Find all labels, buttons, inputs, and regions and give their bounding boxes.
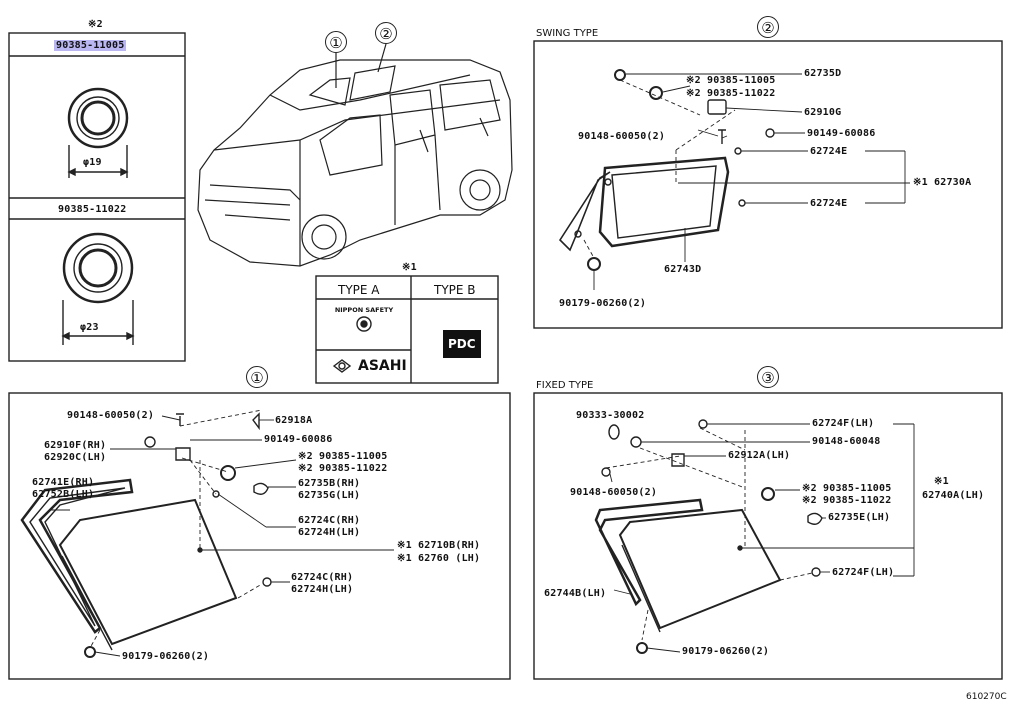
part-90179-06260-fixed[interactable]: 90179-06260(2) bbox=[682, 646, 770, 657]
vehicle-callout-1[interactable]: ① bbox=[325, 31, 347, 53]
vehicle-callout-2[interactable]: ② bbox=[375, 22, 397, 44]
part-62741E[interactable]: 62741E(RH) bbox=[32, 477, 95, 488]
part-90179-06260-p1[interactable]: 90179-06260(2) bbox=[122, 651, 210, 662]
part-62724C-bottom[interactable]: 62724C(RH) bbox=[291, 572, 354, 583]
part-62730A[interactable]: ※1 62730A bbox=[913, 177, 972, 188]
part-90148-60050-swing[interactable]: 90148-60050(2) bbox=[578, 131, 666, 142]
legend-box bbox=[8, 32, 186, 362]
type-b-header: TYPE B bbox=[434, 283, 476, 297]
part-90385-11005-swing[interactable]: ※2 90385-11005 bbox=[686, 75, 776, 86]
washer-diameter-23: φ23 bbox=[80, 322, 99, 333]
washer-90385-11005-drawing bbox=[67, 87, 129, 178]
part-90385-11005-fixed[interactable]: ※2 90385-11005 bbox=[802, 483, 892, 494]
part-90149-60086-swing[interactable]: 90149-60086 bbox=[807, 128, 876, 139]
swing-type-box bbox=[533, 40, 1003, 329]
fixed-window-drawing bbox=[594, 419, 823, 654]
panel-1-box bbox=[8, 392, 511, 680]
fixed-type-callout[interactable]: ③ bbox=[757, 366, 779, 388]
part-62920C[interactable]: 62920C(LH) bbox=[44, 452, 107, 463]
swing-window-drawing bbox=[558, 69, 775, 271]
part-90385-11022-label[interactable]: 90385-11022 bbox=[58, 204, 127, 215]
washer-90385-11022-drawing bbox=[61, 232, 135, 345]
part-62743D[interactable]: 62743D bbox=[664, 264, 702, 275]
part-62912A[interactable]: 62912A(LH) bbox=[728, 450, 791, 461]
swing-type-heading: SWING TYPE bbox=[536, 28, 599, 39]
type-table-note-mark: ※1 bbox=[402, 262, 417, 273]
part-90149-60086-p1[interactable]: 90149-60086 bbox=[264, 434, 333, 445]
diagram-code: 610270C bbox=[966, 692, 1007, 702]
part-62740A[interactable]: 62740A(LH) bbox=[922, 490, 985, 501]
part-62735D[interactable]: 62735D bbox=[804, 68, 842, 79]
part-90385-11005-p1[interactable]: ※2 90385-11005 bbox=[298, 451, 388, 462]
part-90385-11022-fixed[interactable]: ※2 90385-11022 bbox=[802, 495, 892, 506]
part-62910G[interactable]: 62910G bbox=[804, 107, 842, 118]
part-90385-11005-label[interactable]: 90385-11005 bbox=[54, 40, 127, 51]
part-62724H-top[interactable]: 62724H(LH) bbox=[298, 527, 361, 538]
vehicle-sketch bbox=[197, 43, 513, 267]
part-62710B[interactable]: ※1 62710B(RH) bbox=[397, 540, 481, 551]
part-62744B[interactable]: 62744B(LH) bbox=[544, 588, 607, 599]
part-90385-11022-p1[interactable]: ※2 90385-11022 bbox=[298, 463, 388, 474]
part-62752B[interactable]: 62752B(LH) bbox=[32, 489, 95, 500]
part-62740A-note-mark: ※1 bbox=[934, 476, 949, 487]
type-a-header: TYPE A bbox=[338, 283, 380, 297]
part-62735E[interactable]: 62735E(LH) bbox=[828, 512, 891, 523]
part-62724C-top[interactable]: 62724C(RH) bbox=[298, 515, 361, 526]
part-62735B[interactable]: 62735B(RH) bbox=[298, 478, 361, 489]
asahi-logo: ASAHI bbox=[358, 358, 407, 374]
part-62724F-top[interactable]: 62724F(LH) bbox=[812, 418, 875, 429]
part-90148-60050-p1[interactable]: 90148-60050(2) bbox=[67, 410, 155, 421]
panel-1-window-drawing bbox=[20, 412, 272, 658]
fixed-type-box bbox=[533, 392, 1003, 680]
part-90148-60048[interactable]: 90148-60048 bbox=[812, 436, 881, 447]
fixed-type-heading: FIXED TYPE bbox=[536, 380, 594, 391]
swing-type-callout[interactable]: ② bbox=[757, 16, 779, 38]
part-90385-11022-swing[interactable]: ※2 90385-11022 bbox=[686, 88, 776, 99]
part-90179-06260-swing[interactable]: 90179-06260(2) bbox=[559, 298, 647, 309]
legend-note-mark: ※2 bbox=[88, 19, 103, 30]
part-90333-30002[interactable]: 90333-30002 bbox=[576, 410, 645, 421]
part-62724F-bottom[interactable]: 62724F(LH) bbox=[832, 567, 895, 578]
part-62760[interactable]: ※1 62760 (LH) bbox=[397, 553, 481, 564]
part-62735G[interactable]: 62735G(LH) bbox=[298, 490, 361, 501]
type-table-box bbox=[315, 275, 499, 384]
part-62918A[interactable]: 62918A bbox=[275, 415, 313, 426]
part-62910F[interactable]: 62910F(RH) bbox=[44, 440, 107, 451]
part-62724E-top[interactable]: 62724E bbox=[810, 146, 848, 157]
pdc-logo: PDC bbox=[448, 337, 476, 351]
part-62724H-bottom[interactable]: 62724H(LH) bbox=[291, 584, 354, 595]
panel-1-callout[interactable]: ① bbox=[246, 366, 268, 388]
part-62724E-bottom[interactable]: 62724E bbox=[810, 198, 848, 209]
nippon-safety-logo: NIPPON SAFETY bbox=[334, 306, 394, 314]
part-90148-60050-fixed[interactable]: 90148-60050(2) bbox=[570, 487, 658, 498]
washer-diameter-19: φ19 bbox=[83, 157, 102, 168]
